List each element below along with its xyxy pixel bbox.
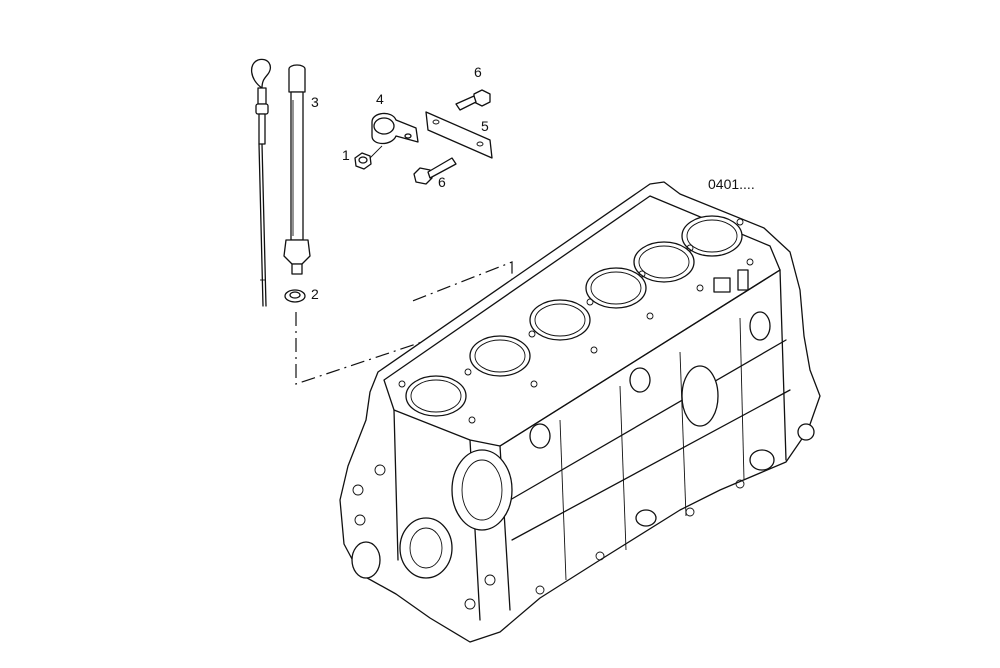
callout-label-6-upper: 6 (474, 64, 482, 80)
callout-label-6-lower: 6 (438, 174, 446, 190)
bracket-plate-drawing (425, 111, 493, 159)
callout-label-5: 5 (481, 118, 489, 134)
seal-ring-drawing (284, 289, 306, 303)
bolt-lower-drawing (413, 157, 457, 185)
engine-block-drawing (339, 181, 821, 643)
callout-label-3: 3 (311, 94, 319, 110)
callout-label-1: 1 (342, 147, 350, 163)
nut-drawing (354, 145, 383, 170)
bolt-upper-drawing (455, 89, 491, 111)
callout-label-4: 4 (376, 91, 384, 107)
callout-label-2: 2 (311, 286, 319, 302)
dipstick-drawing (251, 58, 272, 307)
clamp-drawing (371, 112, 419, 145)
guide-tube-drawing (283, 64, 311, 275)
reference-code: 0401.... (708, 176, 755, 192)
